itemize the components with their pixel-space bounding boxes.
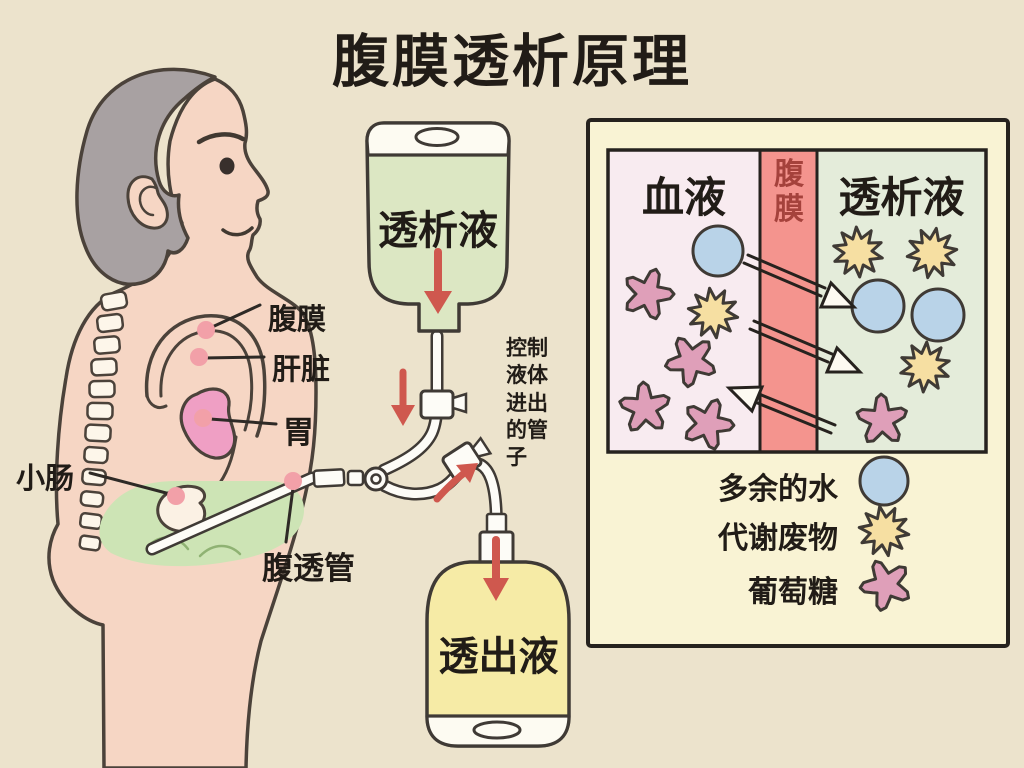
label-pd-catheter: 腹透管 <box>262 551 355 587</box>
person-figure <box>47 67 319 768</box>
arrow-water-to-dialysate <box>742 253 858 309</box>
label-stomach: 胃 <box>283 415 314 451</box>
marker-dots <box>167 321 302 505</box>
panel-dialysate-header: 透析液 <box>838 173 965 222</box>
catheter-connector-2 <box>346 469 365 487</box>
arrow-in-dialysate-bag <box>424 248 452 314</box>
dot-catheter <box>284 472 302 490</box>
dialysate-bag <box>365 121 511 333</box>
legend-label-metabolic-waste: 代谢废物 <box>718 521 838 556</box>
membrane-section <box>760 150 817 452</box>
dot-peritoneum <box>197 321 215 339</box>
connectors <box>312 389 515 568</box>
flow-arrows <box>391 248 509 601</box>
water-circle <box>858 455 910 507</box>
bag-handle-hole <box>414 127 460 147</box>
blood-particles <box>611 224 745 458</box>
ear <box>126 175 169 230</box>
drain-bag-label: 透出液 <box>438 634 559 680</box>
arrow-waste-to-dialysate <box>748 319 864 374</box>
inflow-clamp <box>419 389 468 420</box>
spine <box>78 290 129 552</box>
panel-blood-header: 血液 <box>641 173 726 222</box>
panel-inner-border <box>606 148 988 454</box>
mouth-smile <box>221 226 254 237</box>
leader-stomach <box>208 417 278 426</box>
arrow-glucose-to-blood <box>725 385 837 435</box>
ear-inner-line <box>138 185 158 217</box>
eyebrow <box>196 132 246 145</box>
drain-handle-hole <box>472 720 522 740</box>
catheter-in-body <box>145 471 319 556</box>
eye <box>219 157 235 175</box>
leader-catheter <box>284 486 295 544</box>
tube-junction-hole <box>370 473 382 485</box>
panel-membrane-header: 腹膜 <box>774 157 804 227</box>
dot-small-intestine <box>167 487 185 505</box>
leader-liver <box>201 355 266 360</box>
control-tube-note: 控制液体进出的管子 <box>506 336 548 470</box>
water-circle <box>691 224 745 278</box>
arrow-inflow-direction <box>391 368 415 426</box>
dot-stomach <box>194 409 212 427</box>
page-title: 腹膜透析原理 <box>332 29 692 95</box>
label-small-intestine: 小肠 <box>16 461 75 495</box>
dot-liver <box>190 348 208 366</box>
tube-junction-ring <box>363 466 389 492</box>
legend-label-glucose: 葡萄糖 <box>748 575 838 610</box>
leader-lines <box>88 303 295 544</box>
drain-bag <box>425 560 571 748</box>
water-circle <box>850 278 906 334</box>
label-liver: 肝脏 <box>272 352 331 386</box>
dialysate-bag-cap <box>365 121 511 157</box>
dialysate-bag-label: 透析液 <box>378 208 498 254</box>
drain-bag-bottom-cap <box>425 714 571 748</box>
arrow-into-drain-bag <box>483 536 509 601</box>
arrow-drain-direction <box>433 463 478 503</box>
legend-icons <box>853 455 923 621</box>
exchange-panel <box>586 118 1010 648</box>
legend-label-excess-water: 多余的水 <box>718 472 838 507</box>
water-circle <box>910 287 966 343</box>
leader-peritoneum <box>208 303 262 330</box>
transfer-arrows <box>725 253 864 435</box>
label-peritoneum: 腹膜 <box>268 302 327 336</box>
leader-small-intestine <box>88 471 172 496</box>
catheter-connector <box>312 468 346 488</box>
dialysate-particles <box>826 221 966 452</box>
